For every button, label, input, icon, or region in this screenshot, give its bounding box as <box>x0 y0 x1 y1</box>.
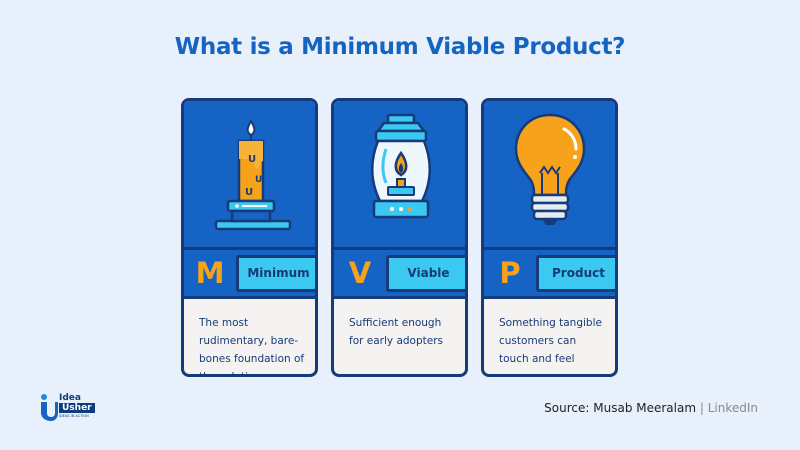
svg-text:U: U <box>255 175 262 185</box>
source-prefix: Source: <box>544 401 594 415</box>
ideausher-logo: Idea Usher IDEAS IN ACTION <box>38 393 100 421</box>
lantern-icon <box>371 113 431 219</box>
card-letter: M <box>195 256 225 290</box>
mvp-card-minimum: U U U M Minimum The most rudimentary, ba… <box>181 98 318 377</box>
source-credit: Source: Musab Meeralam | LinkedIn <box>544 401 758 415</box>
card-illustration: U U U <box>184 101 315 250</box>
source-author: Musab Meeralam <box>593 401 697 415</box>
card-description: Sufficient enough for early adopters <box>349 317 444 347</box>
svg-text:U: U <box>245 187 253 198</box>
card-illustration <box>334 101 465 250</box>
card-label: Minimum <box>236 255 315 292</box>
card-header-band: M Minimum <box>184 250 315 299</box>
card-description: The most rudimentary, bare-bones foundat… <box>199 317 305 377</box>
source-separator: | <box>696 401 708 415</box>
logo-text-idea: Idea <box>59 393 81 403</box>
logo-tagline: IDEAS IN ACTION <box>59 414 89 418</box>
card-letter: V <box>348 256 372 290</box>
source-platform: LinkedIn <box>707 401 758 415</box>
logo-mark-icon <box>41 394 58 421</box>
card-description: Something tangible customers can touch a… <box>499 317 602 365</box>
candle-icon: U U U <box>214 118 292 231</box>
page-title: What is a Minimum Viable Product? <box>174 34 626 60</box>
card-label: Product <box>536 255 615 292</box>
logo-text-usher: Usher <box>59 403 95 413</box>
card-label: Viable <box>386 255 465 292</box>
mvp-card-viable: V Viable Sufficient enough for early ado… <box>331 98 468 377</box>
mvp-card-product: P Product Something tangible customers c… <box>481 98 618 377</box>
card-illustration <box>484 101 615 250</box>
card-header-band: P Product <box>484 250 615 299</box>
card-header-band: V Viable <box>334 250 465 299</box>
svg-text:U: U <box>248 154 256 165</box>
card-letter: P <box>499 256 521 290</box>
lightbulb-icon <box>514 113 586 225</box>
